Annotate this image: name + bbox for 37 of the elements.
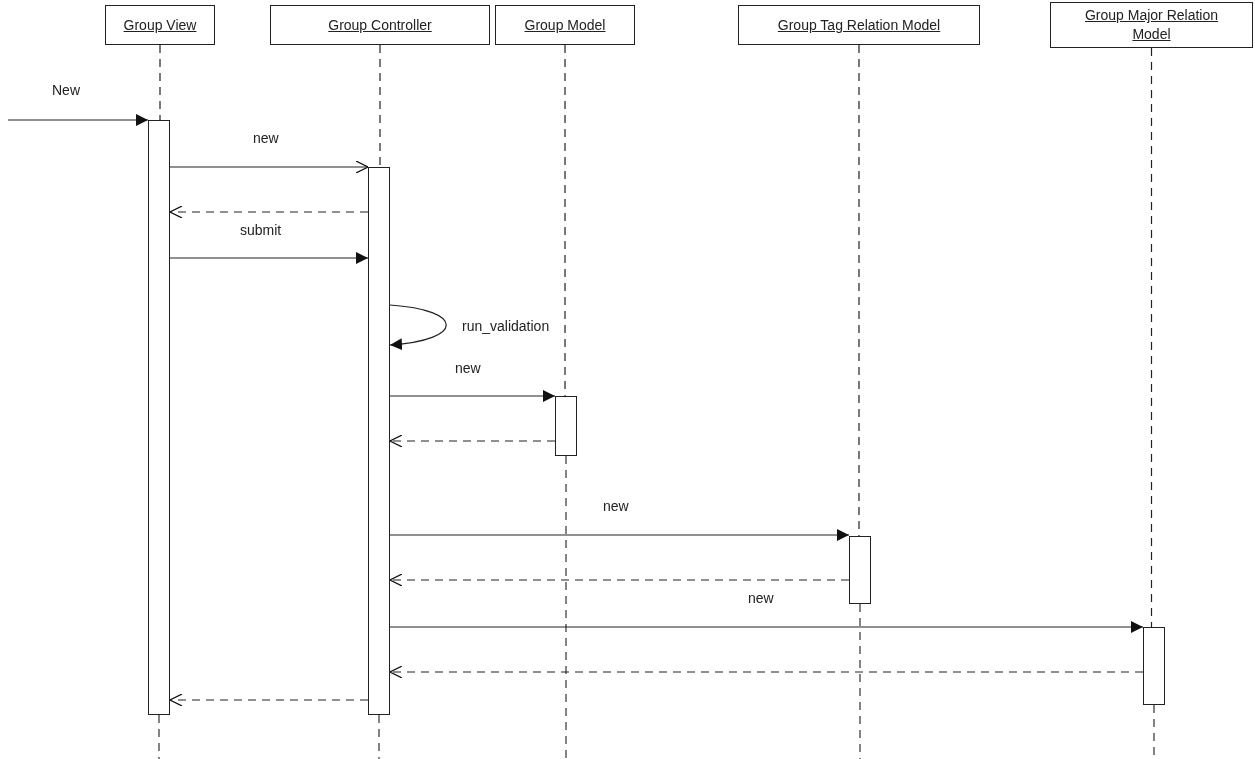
message-arrow bbox=[389, 573, 850, 587]
message-label: new bbox=[748, 590, 774, 606]
message-label: run_validation bbox=[462, 318, 550, 334]
lifeline-header-box bbox=[1050, 2, 1253, 48]
activation-bar bbox=[555, 396, 577, 456]
message-arrow bbox=[389, 304, 447, 350]
object-name: Group View bbox=[123, 15, 197, 35]
lifeline-header-box bbox=[105, 5, 215, 45]
activation-bar bbox=[849, 536, 871, 604]
lifeline bbox=[379, 44, 381, 168]
message-arrow bbox=[169, 160, 369, 174]
lifeline-header-box bbox=[738, 5, 980, 45]
message-arrow bbox=[7, 114, 149, 126]
message-arrow bbox=[389, 621, 1144, 633]
activation-bar bbox=[1143, 627, 1165, 705]
message-arrow bbox=[389, 529, 850, 541]
message-label: new bbox=[253, 130, 279, 146]
message-label: new bbox=[455, 360, 481, 376]
object-name: Group Major Relation Model bbox=[1083, 6, 1220, 44]
message-arrow bbox=[169, 252, 369, 264]
lifeline bbox=[1150, 47, 1153, 628]
lifeline-header-box bbox=[495, 5, 635, 45]
message-arrow bbox=[389, 390, 556, 402]
message-label: new bbox=[603, 498, 629, 514]
message-label: New bbox=[52, 82, 80, 98]
lifeline-header-box bbox=[270, 5, 490, 45]
message-arrow bbox=[169, 693, 369, 707]
message-arrow bbox=[169, 205, 369, 219]
message-arrow bbox=[389, 434, 556, 448]
object-name: Group Controller bbox=[328, 15, 432, 35]
activation-bar bbox=[368, 167, 390, 715]
lifeline bbox=[159, 44, 161, 121]
message-arrow bbox=[389, 665, 1144, 679]
object-name: Group Model bbox=[524, 15, 606, 35]
message-label: submit bbox=[240, 222, 282, 238]
activation-bar bbox=[148, 120, 170, 715]
object-name: Group Tag Relation Model bbox=[777, 15, 941, 35]
